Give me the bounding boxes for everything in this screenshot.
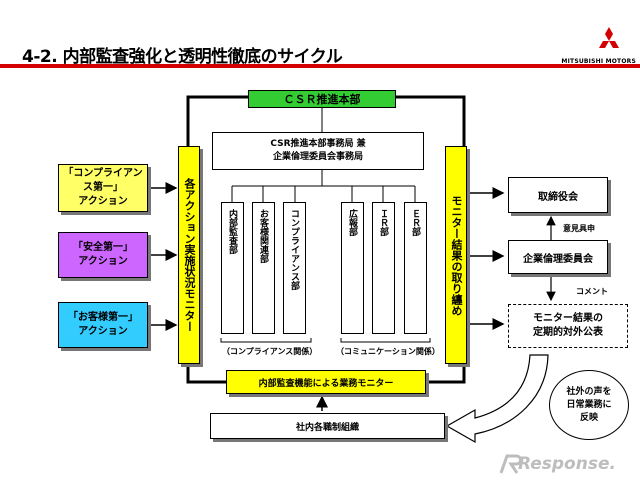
title-underline — [0, 64, 640, 68]
secretariat-box: CSR推進本部事務局 兼 企業倫理委員会事務局 — [212, 132, 424, 170]
right-summary-label: モニター結果の取り纏め — [450, 194, 463, 316]
comment-label: コメント — [576, 287, 608, 296]
left-monitor-panel: 各アクション実施状況モニター — [178, 146, 200, 364]
org-box: 社内各職制組織 — [210, 413, 445, 439]
page-title: 4-2. 内部監査強化と透明性徹底のサイクル — [22, 47, 343, 67]
csr-hq-box: ＣＳＲ推進本部 — [248, 90, 396, 108]
action-box-customer: 「お客様第一」 アクション — [58, 302, 148, 348]
action-sub: アクション — [78, 256, 128, 267]
compliance-group-label: （コンプライアンス関係） — [222, 347, 318, 356]
secretariat-line-2: 企業倫理委員会事務局 — [272, 152, 363, 162]
response-watermark: Response. — [498, 452, 628, 476]
disclosure-line-1: モニター結果の — [533, 313, 603, 324]
action-sub: アクション — [78, 326, 128, 337]
action-box-compliance: 「コンプライアンス第一」 アクション — [58, 164, 148, 212]
voice-ellipse: 社外の声を 日常業務に 反映 — [549, 370, 629, 440]
dept-pr: 広報部 — [341, 202, 364, 334]
right-summary-panel: モニター結果の取り纏め — [445, 146, 467, 364]
action-title: 「お客様第一」 — [68, 312, 138, 323]
board-box: 取締役会 — [508, 177, 608, 213]
voice-line-1: 社外の声を — [566, 386, 612, 397]
action-sub: アクション — [78, 196, 128, 207]
brand-logo-text: MITSUBISHI MOTORS — [561, 58, 636, 65]
ethics-committee-box: 企業倫理委員会 — [508, 240, 608, 274]
disclosure-line-2: 定期的対外公表 — [533, 327, 603, 338]
audit-monitor-bar: 内部監査機能による業務モニター — [226, 370, 426, 394]
action-title: 「安全第一」 — [73, 242, 133, 253]
watermark-text: Response. — [518, 454, 616, 474]
disclosure-box: モニター結果の 定期的対外公表 — [508, 304, 628, 348]
dept-er: ＥＲ部 — [404, 202, 427, 334]
action-box-safety: 「安全第一」 アクション — [58, 232, 148, 278]
dept-compliance: コンプライアンス部 — [283, 202, 306, 334]
dept-ir: ＩＲ部 — [372, 202, 395, 334]
voice-line-3: 反映 — [579, 412, 598, 423]
left-monitor-label: 各アクション実施状況モニター — [183, 178, 196, 332]
voice-line-2: 日常業務に — [566, 399, 612, 410]
communication-group-label: （コミュニケーション関係） — [336, 347, 440, 356]
action-title: 「コンプライアンス第一」 — [63, 168, 143, 193]
opinion-label: 意見具申 — [563, 224, 595, 233]
secretariat-line-1: CSR推進本部事務局 兼 — [270, 139, 366, 149]
dept-internal-audit: 内部監査部 — [221, 202, 244, 334]
three-diamonds-icon — [594, 26, 624, 56]
dept-customer-relations: お客様関連部 — [252, 202, 275, 334]
